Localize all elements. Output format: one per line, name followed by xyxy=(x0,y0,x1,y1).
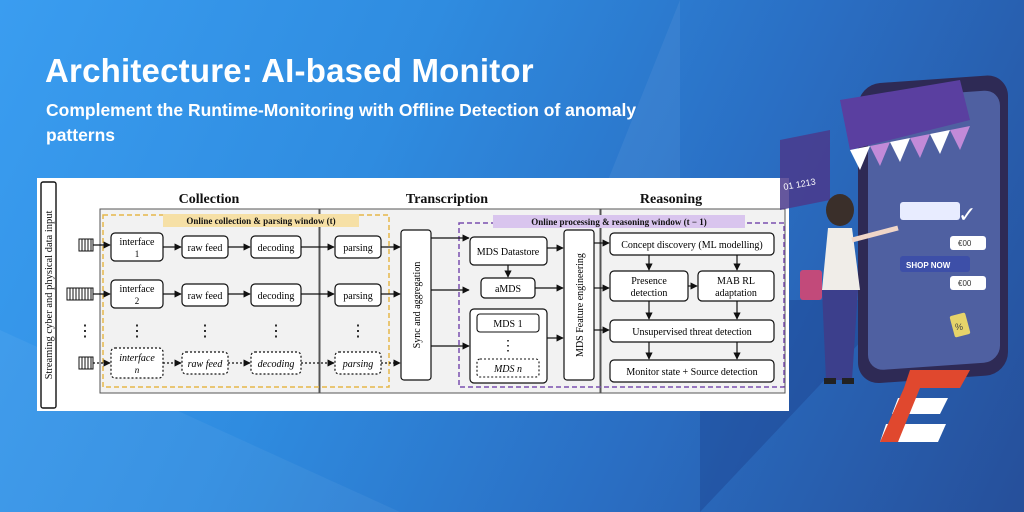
pipeline-row-2: interface 2 raw feed decoding parsing xyxy=(66,279,401,309)
online-collection-window-label: Online collection & parsing window (t) xyxy=(186,216,335,226)
interface-n-label: interface xyxy=(119,353,155,364)
presence-detection-label-2: detection xyxy=(631,288,668,299)
interface-2-index: 2 xyxy=(135,296,140,306)
concept-discovery-box xyxy=(609,232,775,256)
section-collection: Collection xyxy=(179,192,240,207)
mds-n-box xyxy=(476,358,540,378)
ellipsis-row: ⋮ ⋮ ⋮ ⋮ ⋮ xyxy=(77,323,366,340)
unsupervised-detection-label: Unsupervised threat detection xyxy=(632,327,751,338)
decoding-n-label: decoding xyxy=(258,359,295,370)
online-collection-window-tab xyxy=(163,214,359,227)
interface-n-index: n xyxy=(135,365,140,375)
raw-feed-n-box xyxy=(181,351,229,375)
mds-1-label: MDS 1 xyxy=(493,319,522,330)
pipeline-row-n: interface n raw feed decoding parsing xyxy=(78,347,401,379)
svg-text:SHOP NOW: SHOP NOW xyxy=(906,261,951,270)
ellipsis-icon: ⋮ xyxy=(197,323,213,340)
parsing-1-label: parsing xyxy=(343,243,372,254)
svg-text:€00: €00 xyxy=(958,279,972,288)
interface-2-label: interface xyxy=(120,284,156,295)
mds-n-label: MDS n xyxy=(493,364,522,375)
parsing-n-box xyxy=(334,351,382,375)
parsing-2-label: parsing xyxy=(343,291,372,302)
ellipsis-icon: ⋮ xyxy=(350,323,366,340)
raw-feed-2-box xyxy=(181,283,229,307)
online-processing-window-tab xyxy=(493,215,745,228)
decoding-2-box xyxy=(250,283,302,307)
raw-feed-n-label: raw feed xyxy=(188,359,224,370)
online-collection-window xyxy=(102,214,390,388)
online-processing-window-label: Online processing & reasoning window (t … xyxy=(531,217,707,227)
sync-aggregation-label: Sync and aggregation xyxy=(412,262,423,349)
decoding-1-label: decoding xyxy=(258,243,295,254)
mab-rl-label-2: adaptation xyxy=(715,288,757,299)
mab-rl-box xyxy=(697,270,775,302)
mab-rl-label-1: MAB RL xyxy=(717,276,755,287)
ellipsis-icon: ⋮ xyxy=(77,323,93,340)
shopping-illustration: 01 1213 ✓ €00 SHOP NOW €00 % xyxy=(780,60,1024,505)
monitor-state-box xyxy=(609,359,775,383)
decoding-n-box xyxy=(250,351,302,375)
slide-title: Architecture: AI-based Monitor xyxy=(45,52,534,89)
unsupervised-detection-box xyxy=(609,319,775,343)
slide-subtitle: Complement the Runtime-Monitoring with O… xyxy=(46,100,637,145)
svg-text:%: % xyxy=(955,322,963,332)
concept-discovery-label: Concept discovery (ML modelling) xyxy=(621,240,763,251)
svg-text:€00: €00 xyxy=(958,239,972,248)
raw-feed-2-label: raw feed xyxy=(188,291,223,302)
company-logo-icon xyxy=(880,370,970,442)
interface-1-label: interface xyxy=(120,237,156,248)
price-tag-2: €00 xyxy=(950,276,986,290)
raw-feed-1-label: raw feed xyxy=(188,243,223,254)
mds-1-box xyxy=(476,313,540,333)
sync-aggregation-box xyxy=(400,229,432,381)
input-label: Streaming cyber and physical data input xyxy=(44,211,55,380)
architecture-diagram: Streaming cyber and physical data input … xyxy=(37,178,789,411)
decoding-2-label: decoding xyxy=(258,291,295,302)
feature-engineering-label: MDS Feature engineering xyxy=(575,253,586,357)
presence-detection-label-1: Presence xyxy=(631,276,667,287)
amds-label: aMDS xyxy=(495,284,521,295)
price-tag-1: €00 xyxy=(900,202,986,250)
input-bar xyxy=(40,181,57,409)
interface-1-index: 1 xyxy=(135,249,140,259)
parsing-2-box xyxy=(334,283,382,307)
ellipsis-icon: ⋮ xyxy=(501,337,515,353)
woman-figure-illustration xyxy=(800,194,899,384)
feature-engineering-box xyxy=(563,229,595,381)
section-transcription: Transcription xyxy=(406,192,488,207)
ellipsis-icon: ⋮ xyxy=(129,323,145,340)
pipeline-row-1: interface 1 raw feed decoding parsing xyxy=(78,232,401,262)
check-icon: ✓ xyxy=(958,202,976,227)
ellipsis-icon: ⋮ xyxy=(268,323,284,340)
discount-tag: % xyxy=(949,312,971,338)
credit-card-illustration: 01 1213 xyxy=(780,130,830,210)
monitor-state-label: Monitor state + Source detection xyxy=(626,367,757,378)
mds-datastore-label: MDS Datastore xyxy=(477,247,540,258)
store-awning-icon xyxy=(840,80,970,170)
parsing-n-label: parsing xyxy=(342,359,374,370)
section-reasoning: Reasoning xyxy=(640,192,702,207)
shop-now-button: SHOP NOW xyxy=(900,256,970,272)
